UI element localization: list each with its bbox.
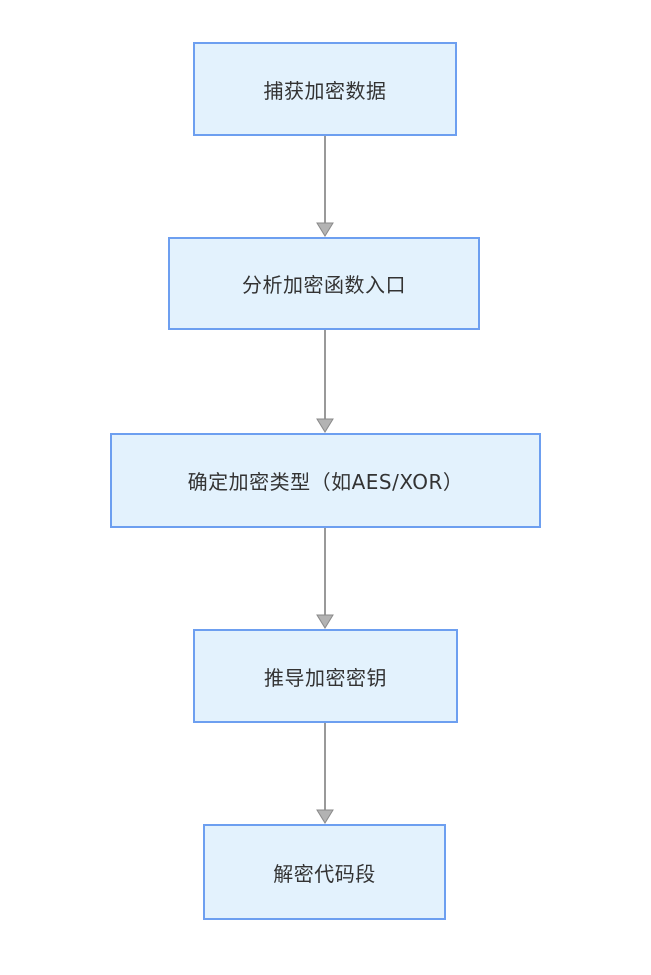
flow-arrow-4: [316, 723, 334, 824]
flow-node-capture-encrypted-data: 捕获加密数据: [193, 42, 457, 136]
arrow-line: [324, 136, 326, 224]
arrowhead-down-icon: [316, 418, 334, 433]
arrowhead-down-icon: [316, 614, 334, 629]
arrow-line: [324, 330, 326, 420]
arrow-line: [324, 723, 326, 811]
flow-node-label: 解密代码段: [273, 861, 376, 886]
flow-node-derive-encryption-key: 推导加密密钥: [193, 629, 458, 723]
flow-node-analyze-function-entry: 分析加密函数入口: [168, 237, 480, 330]
arrowhead-down-icon: [316, 809, 334, 824]
flow-node-decrypt-code-segment: 解密代码段: [203, 824, 446, 920]
flow-arrow-3: [316, 528, 334, 629]
flow-arrow-1: [316, 136, 334, 237]
arrowhead-down-icon: [316, 222, 334, 237]
flow-node-label: 推导加密密钥: [264, 665, 387, 690]
flow-arrow-2: [316, 330, 334, 433]
flow-node-label: 捕获加密数据: [263, 78, 387, 103]
flow-node-label: 确定加密类型（如AES/XOR）: [187, 470, 464, 494]
arrow-line: [324, 528, 326, 616]
flow-node-determine-encryption-type: 确定加密类型（如AES/XOR）: [110, 433, 541, 528]
flow-node-label: 分析加密函数入口: [242, 273, 406, 297]
